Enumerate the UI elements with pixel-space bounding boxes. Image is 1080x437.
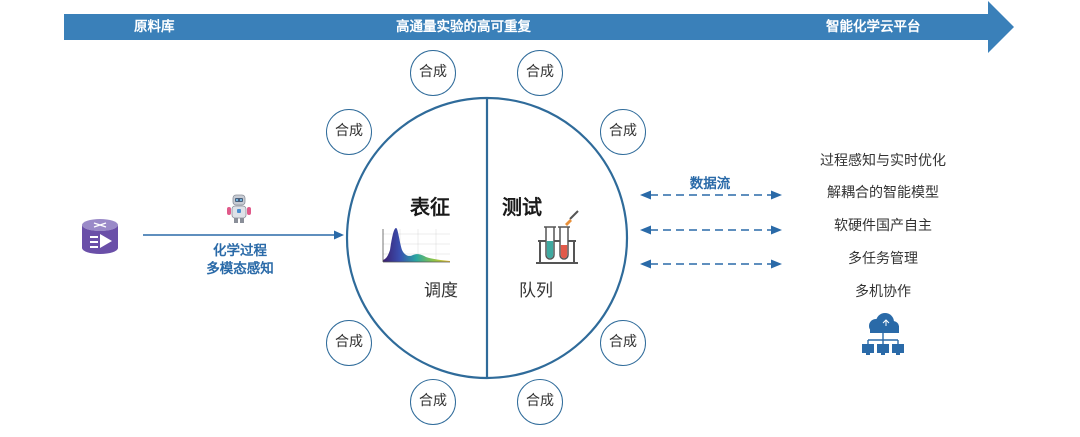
banner-label-high-throughput: 高通量实验的高可重复 [396,19,531,35]
test-tube-icon [536,210,579,264]
synthesis-node-5: 合成 [326,320,372,366]
queue-label: 队列 [519,281,553,301]
banner-label-cloud-platform: 智能化学云平台 [826,19,921,35]
feature-item-4: 多任务管理 [848,251,918,267]
multimodal-perception-label: 多模态感知 [206,261,274,277]
characterization-title: 表征 [410,195,450,219]
top-banner-arrow [64,1,1014,53]
synthesis-node-2: 合成 [517,50,563,96]
testing-title: 测试 [502,195,542,219]
synthesis-node-7: 合成 [410,379,456,425]
robot-icon [227,194,251,223]
cloud-network-icon [862,313,904,355]
data-flow-label: 数据流 [689,176,731,192]
scheduling-label: 调度 [424,281,458,301]
router-icon [82,219,118,254]
banner-label-raw-materials: 原料库 [134,19,175,35]
synthesis-node-4: 合成 [600,109,646,155]
synthesis-node-3: 合成 [326,109,372,155]
chemical-process-label: 化学过程 [213,243,267,259]
feature-item-2: 解耦合的智能模型 [827,185,939,201]
synthesis-node-8: 合成 [517,379,563,425]
spectrum-chart-icon [382,228,450,263]
synthesis-node-6: 合成 [600,320,646,366]
synthesis-node-1: 合成 [410,50,456,96]
feature-item-1: 过程感知与实时优化 [820,153,946,169]
feature-item-3: 软硬件国产自主 [834,218,932,234]
feature-item-5: 多机协作 [855,284,911,300]
